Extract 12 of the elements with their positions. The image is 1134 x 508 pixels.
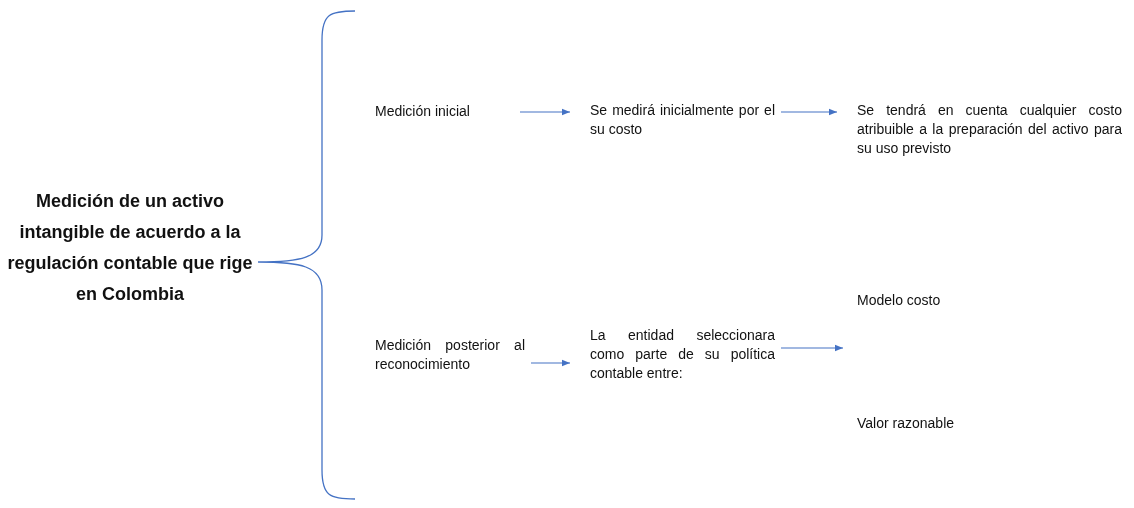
node-text: La entidad seleccionara como parte de su política contable entre:: [590, 326, 775, 383]
arrow: [519, 108, 571, 116]
node-text: Valor razonable: [857, 414, 956, 433]
node-text: Se tendrá en cuenta cualquier costo atribuible a la preparación del activo para su uso previsto: [857, 101, 1122, 158]
node-text: Medición posterior al reconocimiento: [375, 336, 525, 374]
heading-text: Medición de un activo intangible de acuerdo a la regulación contable que rige en Colombia: [6, 190, 254, 306]
node-text: Medición inicial: [375, 102, 471, 121]
arrow: [780, 344, 844, 352]
arrow: [530, 359, 571, 367]
node-text: Modelo costo: [857, 291, 942, 310]
arrow: [780, 108, 838, 116]
node-text: Se medirá inicialmente por el su costo: [590, 101, 775, 139]
